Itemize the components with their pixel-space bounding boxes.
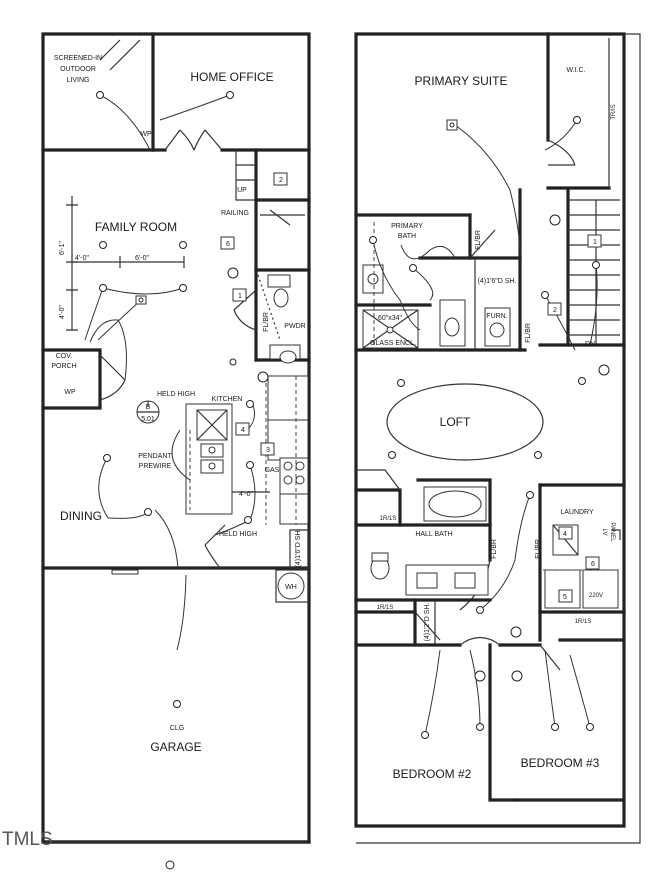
label-screened-3: LIVING: [67, 77, 90, 84]
label-fl-br-furn: FL/BR: [525, 323, 532, 343]
label-dim-4-0-a: 4'-0": [75, 255, 89, 262]
label-detail-b: B: [146, 404, 151, 411]
label-fl-br-pwdr: FL/BR: [263, 312, 270, 332]
label-pwdr: PWDR: [284, 323, 305, 330]
label-lv: LV: [601, 529, 607, 536]
watermark-logo: TMLS: [2, 829, 53, 850]
label-dim-4-0-kitchen: 4'-0": [239, 491, 253, 498]
label-pendant-1: PENDANT: [138, 453, 172, 460]
tag-first-2: 2: [279, 177, 283, 184]
label-220v: 220V: [589, 593, 603, 599]
label-kitchen: KITCHEN: [212, 396, 243, 403]
label-dim-6-1: 6'-1": [59, 241, 66, 255]
label-dim-6-0: 6'-0": [135, 255, 149, 262]
tag-second-5: 5: [563, 594, 567, 601]
label-sh-primary: (4)1'6"D SH.: [478, 278, 517, 285]
label-primary-bath-2: BATH: [398, 233, 416, 240]
label-lr-is-3: 1R/1S: [575, 619, 592, 625]
label-lr-is-2: 1R/1S: [377, 605, 394, 611]
tag-first-3: 3: [266, 447, 270, 454]
label-tr-is: TR/IS: [611, 104, 617, 119]
tag-second-2: 2: [553, 307, 557, 314]
label-fl-br-hall: FL/BR: [491, 539, 498, 559]
label-loft: LOFT: [440, 415, 471, 429]
label-laundry: LAUNDRY: [560, 509, 594, 516]
label-wp-porch: WP: [64, 389, 76, 396]
label-shower: 60"x34": [378, 315, 403, 322]
label-dining: DINING: [60, 509, 102, 523]
tag-first-1: 1: [238, 293, 242, 300]
label-cov-porch-2: PORCH: [51, 363, 76, 370]
label-held-high-bottom: HELD HIGH: [219, 531, 257, 538]
label-home-office: HOME OFFICE: [190, 70, 273, 84]
label-sh-bed: (4)1'2"D SH.: [424, 603, 431, 642]
tag-first-6: 6: [226, 241, 230, 248]
label-gas: GAS: [265, 467, 280, 474]
label-primary-suite: PRIMARY SUITE: [415, 74, 508, 88]
label-up: UP: [237, 187, 247, 194]
label-hall-bath: HALL BATH: [415, 531, 452, 538]
label-cov-porch-1: COV.: [56, 353, 73, 360]
tag-second-4: 4: [563, 531, 567, 538]
first-floor: [41, 32, 311, 870]
label-dn: DN: [585, 341, 595, 348]
label-panel: PANEL: [609, 522, 615, 542]
label-fl-br-bath: FL/BR: [475, 230, 482, 250]
label-bedroom2: BEDROOM #2: [393, 767, 472, 781]
tag-second-1: 1: [593, 239, 597, 246]
label-pendant-2: PREWIRE: [139, 463, 172, 470]
tag-first-4: 4: [241, 427, 245, 434]
label-wic: W.I.C.: [566, 67, 585, 74]
label-lr-is-1: 1R/1S: [380, 516, 397, 522]
tag-second-6: 6: [591, 561, 595, 568]
room-labels: SCREENED-IN OUTDOOR LIVING HOME OFFICE W…: [51, 55, 617, 781]
label-railing: RAILING: [221, 210, 249, 217]
label-furn: FURN.: [486, 313, 507, 320]
key-tags: 1 2 3 4 6 1 2 4 5 6: [226, 177, 597, 601]
label-primary-bath-1: PRIMARY: [391, 223, 423, 230]
label-clg: CLG: [170, 725, 184, 732]
label-screened-1: SCREENED-IN: [54, 55, 102, 62]
label-screened-2: OUTDOOR: [60, 66, 96, 73]
label-garage: GARAGE: [150, 740, 201, 754]
label-bedroom3: BEDROOM #3: [521, 756, 600, 770]
label-wh: WH: [285, 584, 297, 591]
label-wp-top: WP: [140, 131, 152, 138]
label-sh-front: (4)1'6"D SH.: [295, 529, 302, 568]
label-held-high-top: HELD HIGH: [157, 391, 195, 398]
second-floor: [354, 32, 641, 844]
label-family-room: FAMILY ROOM: [95, 220, 177, 234]
label-detail-501: 5.01: [141, 416, 155, 423]
label-dim-4-0-b: 4'-0": [59, 305, 66, 319]
label-glass-encl: GLASS ENCL.: [370, 340, 416, 347]
label-fl-br-laundry: FL/BR: [535, 539, 542, 559]
